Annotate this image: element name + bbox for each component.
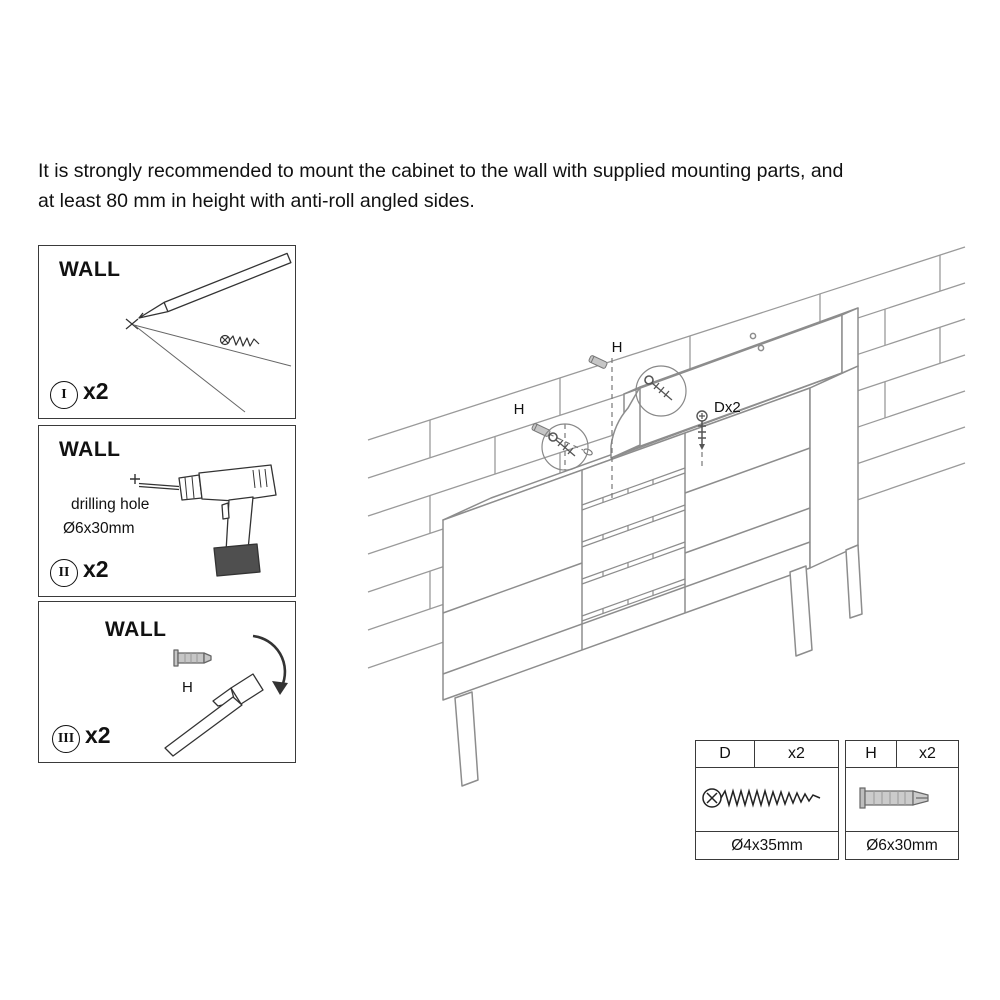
drill-size-note: Ø6x30mm [63, 520, 135, 537]
step-box-2: WALL drilling hole Ø6x30mm II x2 [38, 425, 296, 597]
step-box-1: WALL I x2 [38, 245, 296, 419]
label-h-left: H [514, 401, 525, 418]
wall-plug-icon [859, 787, 929, 809]
cabinet-icon [442, 307, 863, 787]
swing-arrow-icon [252, 634, 288, 695]
step-2-illustration [130, 464, 277, 577]
marking-lines [133, 324, 292, 413]
parts-table-h-header: H x2 [846, 741, 958, 768]
parts-table-d: D x2 Ø4x35mm [695, 740, 839, 860]
topper-rail-icon [610, 307, 859, 459]
wall-plug-icon [173, 649, 212, 667]
step-1-illustration [125, 252, 292, 413]
step-numeral-badge: III [52, 725, 80, 753]
intro-text: It is strongly recommended to mount the … [38, 156, 968, 216]
pencil-icon [138, 252, 292, 319]
quantity-label: x2 [83, 556, 109, 582]
part-size: Ø4x35mm [696, 831, 838, 859]
mark-plus-icon [130, 474, 140, 484]
quantity-label: x2 [85, 722, 111, 748]
wall-plug-icon [531, 423, 551, 437]
step-numeral-badge: I [50, 381, 78, 409]
wall-label: WALL [59, 258, 121, 281]
drilling-hole-note: drilling hole [71, 496, 150, 513]
screw-d-icon [696, 410, 708, 450]
screw-icon [702, 788, 821, 808]
magnifier-screw-detail [541, 365, 687, 471]
screw-illustration [702, 788, 821, 808]
label-h-top: H [612, 339, 623, 356]
hammer-icon [164, 673, 264, 757]
screw-icon [548, 375, 673, 457]
quantity-label: x2 [83, 378, 109, 404]
parts-table-d-header: D x2 [696, 741, 838, 768]
drill-icon [138, 464, 277, 577]
part-code: H [846, 741, 897, 767]
wall-plug-icon [588, 355, 608, 369]
step-3-illustration: H [164, 634, 288, 757]
label-dx2: Dx2 [714, 399, 741, 416]
part-size: Ø6x30mm [846, 831, 958, 859]
part-qty: x2 [788, 745, 805, 762]
plug-illustration [859, 787, 929, 809]
intro-line-1: It is strongly recommended to mount the … [38, 160, 844, 182]
wall-label: WALL [105, 618, 167, 641]
anchor-label: H [182, 679, 193, 696]
part-qty: x2 [919, 745, 936, 762]
step-numeral-badge: II [50, 559, 78, 587]
screw-icon [219, 334, 260, 347]
wall-label: WALL [59, 438, 121, 461]
mounting-guides [531, 355, 708, 498]
intro-line-2: at least 80 mm in height with anti-roll … [38, 190, 475, 212]
mark-x-icon [125, 318, 139, 330]
part-code: D [696, 741, 755, 767]
step-box-3: H WALL III x2 [38, 601, 296, 763]
parts-table-h: H x2 Ø6x30mm [845, 740, 959, 860]
